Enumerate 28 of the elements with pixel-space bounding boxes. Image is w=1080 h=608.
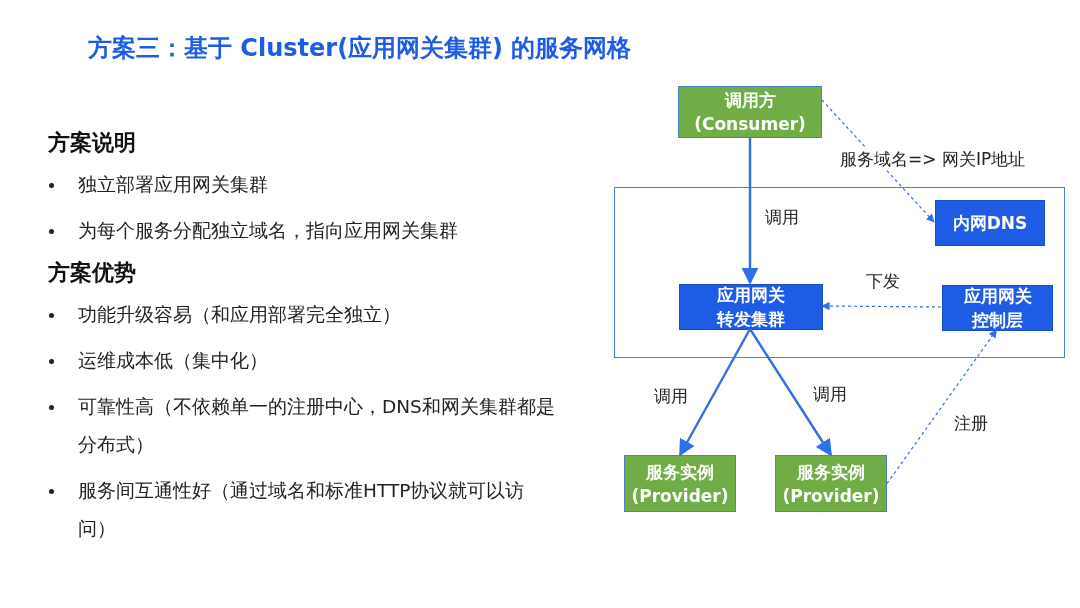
process-box: 服务实例 (Provider) — [624, 455, 736, 512]
arrow — [821, 99, 935, 223]
arrow — [821, 301, 942, 311]
process-box: 内网DNS — [935, 200, 1045, 246]
bullet-text: 服务间互通性好（通过域名和标准HTTP协议就可以访问） — [78, 479, 526, 541]
section-heading: 方案优势 — [48, 259, 137, 287]
slide-title: 方案三：基于 Cluster(应用网关集群) 的服务网格 — [88, 33, 632, 64]
bullet-text: 独立部署应用网关集群 — [78, 173, 269, 197]
bullet-text: 可靠性高（不依赖单一的注册中心，DNS和网关集群都是分布式） — [78, 395, 556, 457]
arrow — [886, 329, 998, 485]
group-frame — [614, 187, 1065, 358]
process-box: 服务实例 (Provider) — [775, 455, 887, 512]
arrow — [741, 138, 759, 285]
arrow — [749, 328, 832, 457]
edge-label: 调用 — [763, 206, 801, 228]
arrow — [678, 328, 752, 457]
process-box: 调用方 (Consumer) — [678, 86, 822, 138]
edge-label: 调用 — [811, 383, 849, 405]
bullet-text: 功能升级容易（和应用部署完全独立） — [78, 303, 402, 327]
edge-label: 调用 — [652, 385, 690, 407]
section-heading: 方案说明 — [48, 129, 137, 157]
edge-label: 服务域名=> 网关IP地址 — [838, 148, 1028, 170]
bullet-text: 为每个服务分配独立域名，指向应用网关集群 — [78, 219, 459, 243]
bullet-text: 运维成本低（集中化） — [78, 349, 269, 373]
edge-label: 注册 — [952, 412, 990, 434]
edge-label: 下发 — [864, 270, 902, 292]
process-box: 应用网关转发集群 — [679, 284, 823, 330]
process-box: 应用网关控制层 — [942, 285, 1053, 331]
